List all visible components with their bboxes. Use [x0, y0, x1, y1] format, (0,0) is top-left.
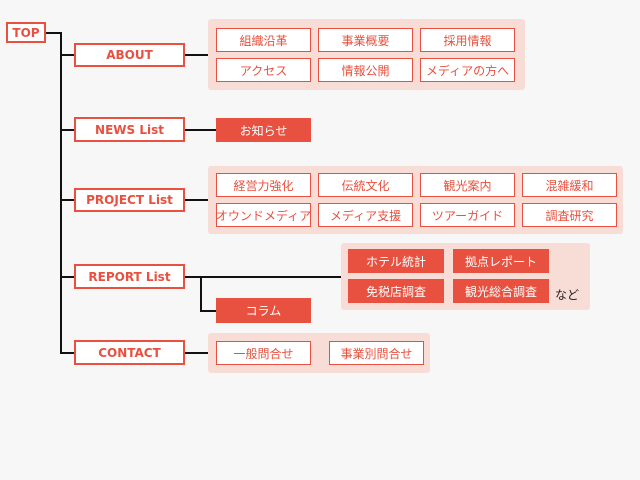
about-item-media[interactable]: メディアの方へ: [420, 58, 515, 82]
about-item-recruit[interactable]: 採用情報: [420, 28, 515, 52]
connector-report-column: [200, 310, 216, 312]
project-item-tour-guide[interactable]: ツアーガイド: [420, 203, 515, 227]
connector-news: [60, 129, 74, 131]
connector-contact: [60, 352, 74, 354]
news-node[interactable]: NEWS List: [74, 117, 185, 142]
connector-project: [60, 199, 74, 201]
project-node[interactable]: PROJECT List: [74, 188, 185, 212]
connector-news-items: [184, 129, 216, 131]
connector-report-items: [184, 276, 342, 278]
report-item-column[interactable]: コラム: [216, 298, 311, 323]
contact-node[interactable]: CONTACT: [74, 340, 185, 365]
about-item-history[interactable]: 組織沿革: [216, 28, 311, 52]
connector-report-branch: [200, 276, 202, 311]
news-item-notice[interactable]: お知らせ: [216, 118, 311, 142]
project-item-owned-media[interactable]: オウンドメディア: [216, 203, 311, 227]
contact-item-general[interactable]: 一般問合せ: [216, 341, 311, 365]
about-node[interactable]: ABOUT: [74, 43, 185, 67]
report-item-duty-free[interactable]: 免税店調査: [348, 279, 444, 303]
report-item-hotel-stats[interactable]: ホテル統計: [348, 249, 444, 273]
main-trunk: [60, 32, 62, 354]
report-node[interactable]: REPORT List: [74, 264, 185, 289]
project-item-guide[interactable]: 観光案内: [420, 173, 515, 197]
top-node[interactable]: TOP: [6, 22, 46, 43]
project-item-media-support[interactable]: メディア支援: [318, 203, 413, 227]
project-item-research[interactable]: 調査研究: [522, 203, 617, 227]
about-item-access[interactable]: アクセス: [216, 58, 311, 82]
project-item-congestion[interactable]: 混雑緩和: [522, 173, 617, 197]
connector-project-items: [184, 199, 208, 201]
project-item-management[interactable]: 経営力強化: [216, 173, 311, 197]
connector-report: [60, 276, 74, 278]
about-item-disclosure[interactable]: 情報公開: [318, 58, 413, 82]
connector-about: [60, 54, 74, 56]
report-etc-label: など: [555, 288, 580, 302]
contact-item-by-business[interactable]: 事業別問合せ: [329, 341, 424, 365]
connector-contact-items: [184, 352, 208, 354]
report-item-tourism-survey[interactable]: 観光総合調査: [453, 279, 549, 303]
report-item-base-report[interactable]: 拠点レポート: [453, 249, 549, 273]
connector-top: [46, 32, 61, 34]
connector-about-items: [184, 54, 208, 56]
project-item-tradition[interactable]: 伝統文化: [318, 173, 413, 197]
about-item-business[interactable]: 事業概要: [318, 28, 413, 52]
